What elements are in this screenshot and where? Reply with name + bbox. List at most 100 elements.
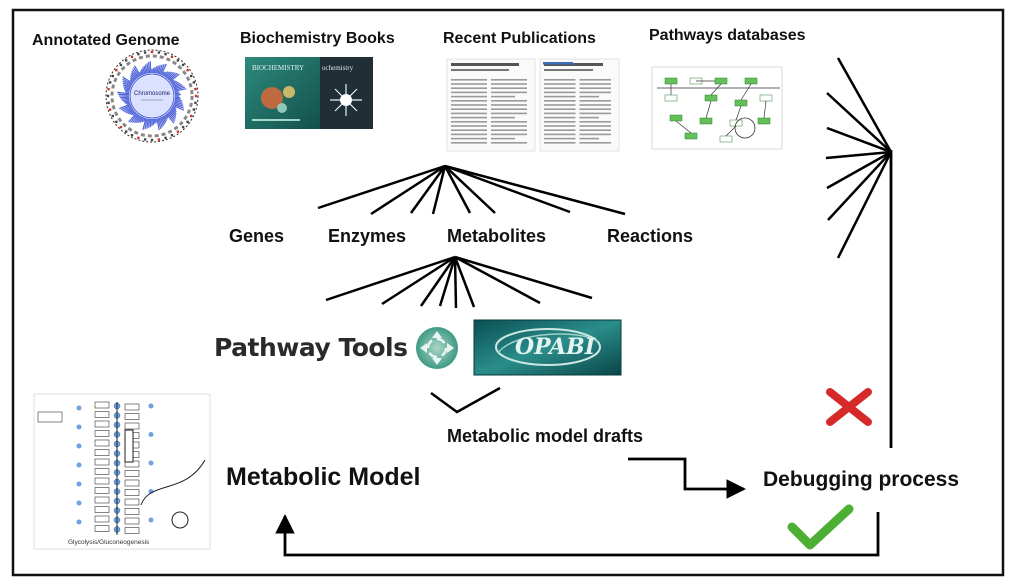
- biochemistry-book-covers: BIOCHEMISTRY ochemistry: [245, 57, 373, 129]
- db-reaction-line: [675, 120, 692, 134]
- genome-ring-tick: [156, 65, 160, 74]
- genome-ring-tick: [130, 72, 138, 80]
- genome-ring-tick: [157, 118, 162, 129]
- db-enzyme-box: [734, 99, 748, 107]
- genome-outer-mark: [194, 94, 198, 98]
- glyco-enzyme-box: [94, 515, 110, 523]
- source-fan-line: [444, 165, 496, 214]
- genome-ring-tick: [153, 67, 156, 74]
- metabolic-model-label: Metabolic Model: [226, 463, 421, 491]
- paper-text-line: [491, 142, 527, 144]
- db-enzyme-box: [704, 94, 718, 102]
- paper-text-line: [544, 133, 576, 136]
- metabolites-label: Metabolites: [447, 226, 547, 246]
- db-reaction-line: [740, 83, 752, 101]
- genome-outer-mark: [107, 101, 110, 105]
- genome-ring-tick: [155, 118, 157, 123]
- glyco-enzyme-box: [124, 413, 140, 420]
- paper-text-line: [491, 83, 527, 85]
- genome-ring-tick: [159, 117, 165, 127]
- genome-ring-tick: [127, 109, 134, 115]
- paper-text-line: [491, 116, 515, 119]
- pathways-databases-label: Pathways databases: [649, 27, 806, 44]
- paper-text-line: [544, 87, 576, 89]
- genome-outer-mark: [194, 101, 197, 105]
- genome-outer-mark: [190, 114, 193, 118]
- genome-ring-tick: [170, 80, 176, 84]
- paper-text-line: [544, 104, 576, 106]
- debugging-to-model-arrow: [275, 512, 880, 557]
- glyco-metabolite-node: [76, 519, 82, 525]
- genome-outer-mark: [192, 108, 196, 111]
- paper-text-line: [451, 104, 487, 106]
- paper-journal-bar: [543, 62, 573, 65]
- db-enzyme-box: [664, 77, 678, 85]
- paper-text-line: [491, 100, 527, 102]
- db-enzyme-box: [664, 94, 678, 102]
- genome-ring-tick: [133, 65, 142, 77]
- paper-title-line: [544, 63, 603, 66]
- genome-ring-tick: [165, 71, 171, 78]
- genome-ring-tick: [134, 114, 140, 124]
- paper-text-line: [491, 87, 527, 89]
- db-reaction-line: [735, 105, 742, 121]
- paper-text-line: [579, 104, 611, 106]
- paper-text-line: [491, 133, 527, 136]
- paper-text-line: [579, 79, 611, 81]
- genome-ring-tick: [143, 117, 146, 122]
- success-check-icon: [787, 504, 854, 550]
- genome-ring-tick: [142, 67, 146, 75]
- genome-outer-mark: [130, 134, 134, 137]
- paper-text-line: [579, 100, 611, 102]
- tools-output-chevron: [430, 386, 501, 414]
- glyco-enzyme-box: [94, 477, 110, 485]
- paper-text-line: [451, 125, 487, 127]
- paper-text-line: [491, 91, 527, 94]
- source-fan-line: [443, 165, 472, 214]
- entity-fan-line: [453, 256, 476, 308]
- genome-ring-tick: [161, 116, 167, 124]
- genome-outer-mark: [106, 94, 110, 98]
- drafts-to-debugging-arrow: [628, 457, 746, 499]
- paper-text-line: [579, 91, 611, 94]
- glycolysis-pathway-map: Glycolysis/Gluconeogenesis: [33, 393, 211, 550]
- outer-frame: [11, 8, 1005, 577]
- paper-text-line: [491, 137, 515, 140]
- genome-outer-mark: [115, 68, 118, 72]
- source-fan-line: [409, 165, 447, 214]
- paper-text-line: [544, 100, 576, 102]
- genome-ring-tick: [128, 112, 138, 123]
- genome-ring-tick: [159, 64, 165, 75]
- genome-ring-tick: [168, 72, 178, 82]
- paper-text-line: [451, 112, 487, 115]
- genome-ring-tick: [169, 110, 177, 116]
- glyco-metabolite-node: [76, 424, 82, 430]
- feedback-fan-line: [825, 150, 892, 160]
- glyco-metabolite-node: [76, 481, 82, 487]
- debugging-process-label: Debugging process: [763, 468, 960, 491]
- glycolysis-caption: Glycolysis/Gluconeogenesis: [68, 539, 150, 546]
- genome-ring-tick: [160, 116, 166, 125]
- genome-ring-tick: [131, 70, 138, 79]
- genes-label: Genes: [229, 226, 285, 246]
- genome-outer-mark: [108, 108, 112, 111]
- genome-ring-tick: [148, 118, 151, 128]
- genome-ring-tick: [170, 108, 177, 113]
- glyco-side-box: [37, 411, 63, 423]
- genome-ring-tick: [121, 97, 130, 100]
- feedback-fan-line: [826, 92, 892, 153]
- genome-ring-tick: [171, 80, 178, 86]
- genome-ring-tick: [130, 110, 136, 116]
- opabi-logo: [473, 319, 622, 376]
- book-cover-1-title: BIOCHEMISTRY: [252, 64, 304, 72]
- paper-text-line: [451, 91, 487, 94]
- reactions-label: Reactions: [607, 226, 694, 246]
- genome-ring-tick: [120, 104, 132, 111]
- glyco-enzyme-box: [124, 517, 140, 525]
- glyco-enzyme-box: [124, 527, 140, 534]
- genome-ring-tick: [122, 84, 131, 89]
- genome-ring-tick: [118, 93, 130, 96]
- publication-papers: [446, 58, 620, 152]
- db-enzyme-box: [759, 94, 773, 102]
- paper-text-line: [579, 95, 599, 98]
